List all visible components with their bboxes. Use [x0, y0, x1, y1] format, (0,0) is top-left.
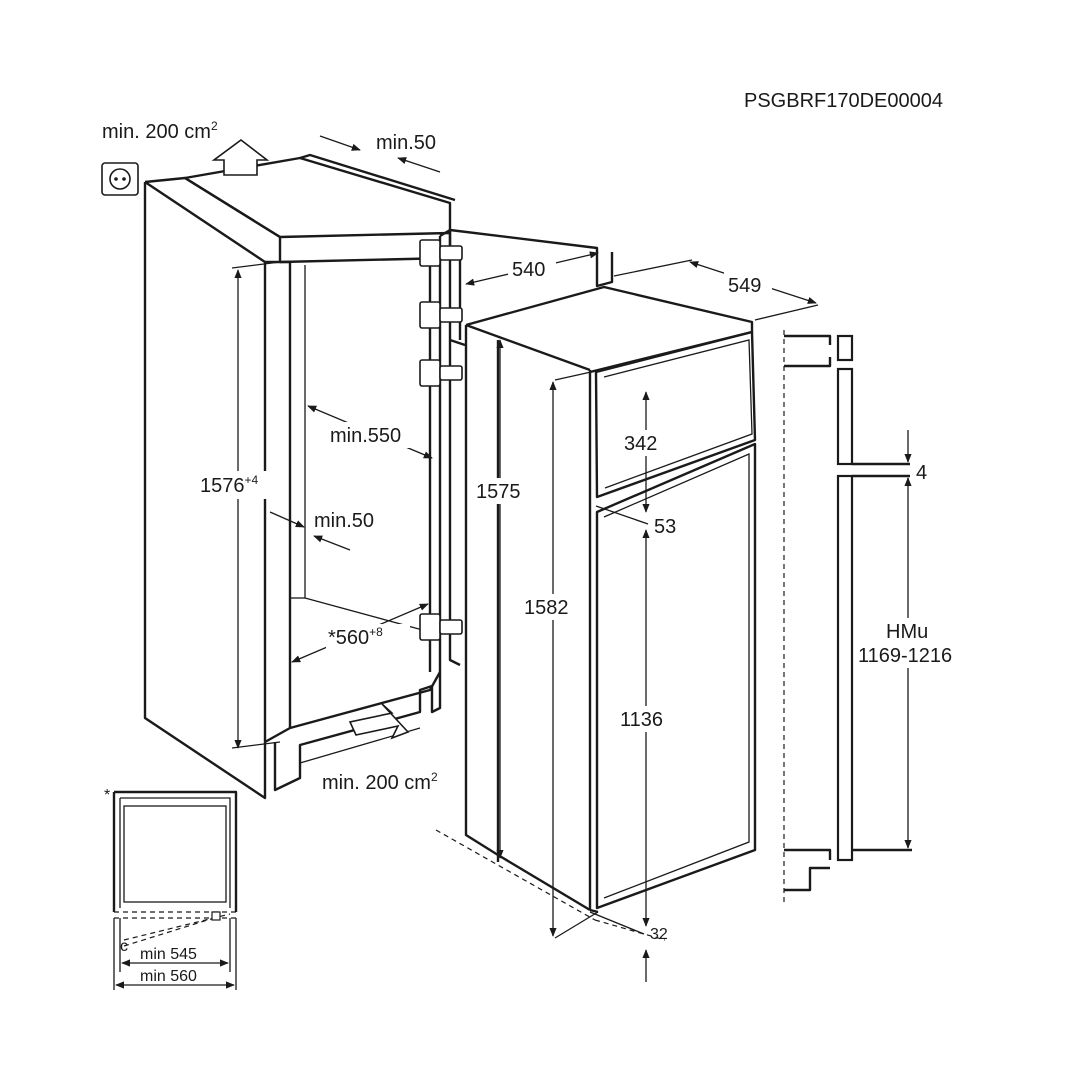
vent-bottom-label: min. 200 cm2	[322, 770, 438, 794]
doc-code: PSGBRF170DE00004	[744, 90, 943, 112]
label-bg	[326, 422, 414, 448]
gap-top-arrow-left	[319, 135, 361, 151]
side-gap-label: min.50	[314, 510, 374, 532]
inset-min560-label: min 560	[140, 968, 197, 985]
niche-height-label: 1576+4	[200, 473, 259, 497]
freezer-door-label: 342	[624, 433, 657, 455]
power-socket-icon	[101, 162, 139, 196]
hmu-title: HMu	[886, 621, 928, 643]
label-bg	[522, 594, 578, 620]
inset-c-label: c	[120, 938, 128, 955]
bottom-gap-label: 32	[650, 926, 668, 943]
inset-min545-label: min 545	[140, 946, 197, 963]
body-height-label: 1575	[476, 481, 521, 503]
width-ext-left	[613, 259, 693, 277]
panel-gap-label: 4	[916, 462, 927, 484]
niche-width-label: *560+8	[328, 625, 383, 649]
top-view-inset: *	[104, 787, 238, 990]
vent-top-label: min. 200 cm2	[102, 119, 218, 143]
gap-top-label: min.50	[376, 132, 436, 154]
appliance-width-label: 549	[728, 275, 761, 297]
niche-height-ext-bottom	[231, 741, 281, 749]
gap-top-arrow-right	[397, 157, 441, 173]
bottom-gap-leader	[589, 911, 645, 935]
furniture-door-profile	[783, 330, 912, 905]
label-bg	[326, 624, 410, 650]
width-ext-right	[754, 304, 819, 321]
inset-star: *	[104, 787, 110, 804]
label-bg	[134, 966, 214, 984]
door-depth-label: 540	[512, 259, 545, 281]
total-height-label: 1582	[524, 597, 569, 619]
total-height-ext-bottom	[554, 911, 599, 939]
label-bg	[622, 430, 670, 456]
side-gap-arrow-left	[269, 511, 305, 528]
airflow-up-arrow-icon	[211, 138, 270, 176]
label-bg	[474, 478, 530, 504]
door-hinges	[419, 239, 463, 641]
side-gap-arrow-right	[313, 535, 351, 551]
label-bg	[724, 272, 772, 298]
label-bg	[198, 471, 274, 499]
niche-height-ext-top	[231, 261, 281, 269]
label-bg	[508, 256, 556, 282]
fridge-door-label: 1136	[620, 709, 663, 731]
appliance-body	[435, 285, 757, 941]
total-height-ext-top	[554, 369, 601, 381]
door-gap-label: 53	[654, 516, 676, 538]
label-bg	[134, 944, 214, 962]
hmu-range: 1169-1216	[858, 645, 952, 667]
door-gap-leader	[595, 505, 649, 525]
label-bg	[618, 706, 674, 732]
niche-depth-label: min.550	[330, 425, 401, 447]
airflow-in-arrow-icon	[348, 703, 410, 740]
label-bg	[858, 618, 962, 668]
